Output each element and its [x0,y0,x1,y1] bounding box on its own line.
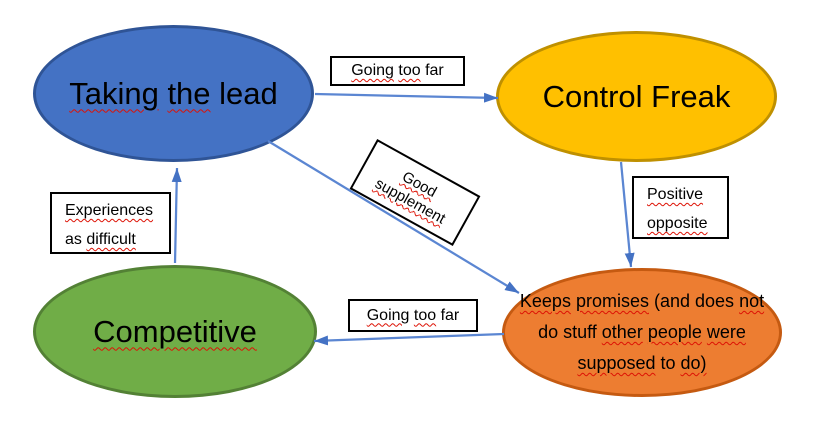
word: (and does [649,291,740,311]
node-control-freak[interactable]: Control Freak [496,31,777,162]
node-control-freak-label: Control Freak [543,79,731,115]
misspelled-word: people [647,322,702,342]
misspelled-word: Competitive [93,313,257,349]
node-keeps-promises-label: Keeps promises (and does not do stuff ot… [508,286,776,379]
node-taking-the-lead-label: Taking the lead [69,76,278,112]
arrow-taking-lead-to-control-freak[interactable] [314,92,499,103]
arrow-keeps-promises-to-competitive[interactable] [313,332,505,346]
misspelled-word: were [706,322,746,342]
misspelled-word: Keeps [519,291,571,311]
misspelled-word: not [739,291,765,311]
arrow-competitive-to-taking-lead[interactable] [171,167,182,264]
misspelled-word: Taking [69,75,159,111]
word: to [655,353,681,373]
node-keeps-promises[interactable]: Keeps promises (and does not do stuff ot… [502,268,782,397]
edge-label-text: as difficult [65,225,169,254]
misspelled-word: do) [680,353,707,373]
misspelled-word: opposite [647,215,708,232]
edge-label-positive-opposite[interactable]: Positive opposite [632,176,729,239]
word: far [436,306,460,324]
misspelled-word: the [167,75,211,111]
word: lead [210,75,278,111]
edge-label-text: Positive [647,180,727,209]
edge-label-text: Going too far [351,62,444,80]
word: do stuff [538,322,602,342]
edge-label-experiences-as-difficult[interactable]: Experiences as difficult [50,192,171,254]
arrow-control-freak-to-keeps-promises[interactable] [619,161,635,268]
misspelled-word: too [398,62,421,79]
misspelled-word: too [413,306,437,324]
node-competitive[interactable]: Competitive [33,265,317,398]
misspelled-word: Going [366,306,410,324]
misspelled-word: supposed [577,353,656,373]
edge-label-text: Experiences [65,196,169,225]
node-competitive-label: Competitive [93,314,257,350]
word: as [65,231,87,248]
misspelled-word: Experiences [65,202,154,219]
keeps-promises-line-2: do stuff other people were [508,317,776,348]
arrow-taking-lead-to-keeps-promises[interactable] [267,140,520,294]
edge-label-going-too-far-top[interactable]: Going too far [330,56,465,86]
edge-label-text: Going too far [367,307,460,325]
misspelled-word: Positive [647,186,704,203]
node-taking-the-lead[interactable]: Taking the lead [33,25,314,162]
edge-label-going-too-far-bottom[interactable]: Going too far [348,299,478,332]
misspelled-word: Going [351,62,394,79]
word: Control Freak [542,78,731,114]
word: far [420,62,444,79]
keeps-promises-line-3: supposed to do) [508,348,776,379]
edge-label-text: opposite [647,209,727,238]
misspelled-word: promises [575,291,649,311]
keeps-promises-line-1: Keeps promises (and does not [508,286,776,317]
misspelled-word: other [601,322,643,342]
misspelled-word: difficult [86,231,136,248]
